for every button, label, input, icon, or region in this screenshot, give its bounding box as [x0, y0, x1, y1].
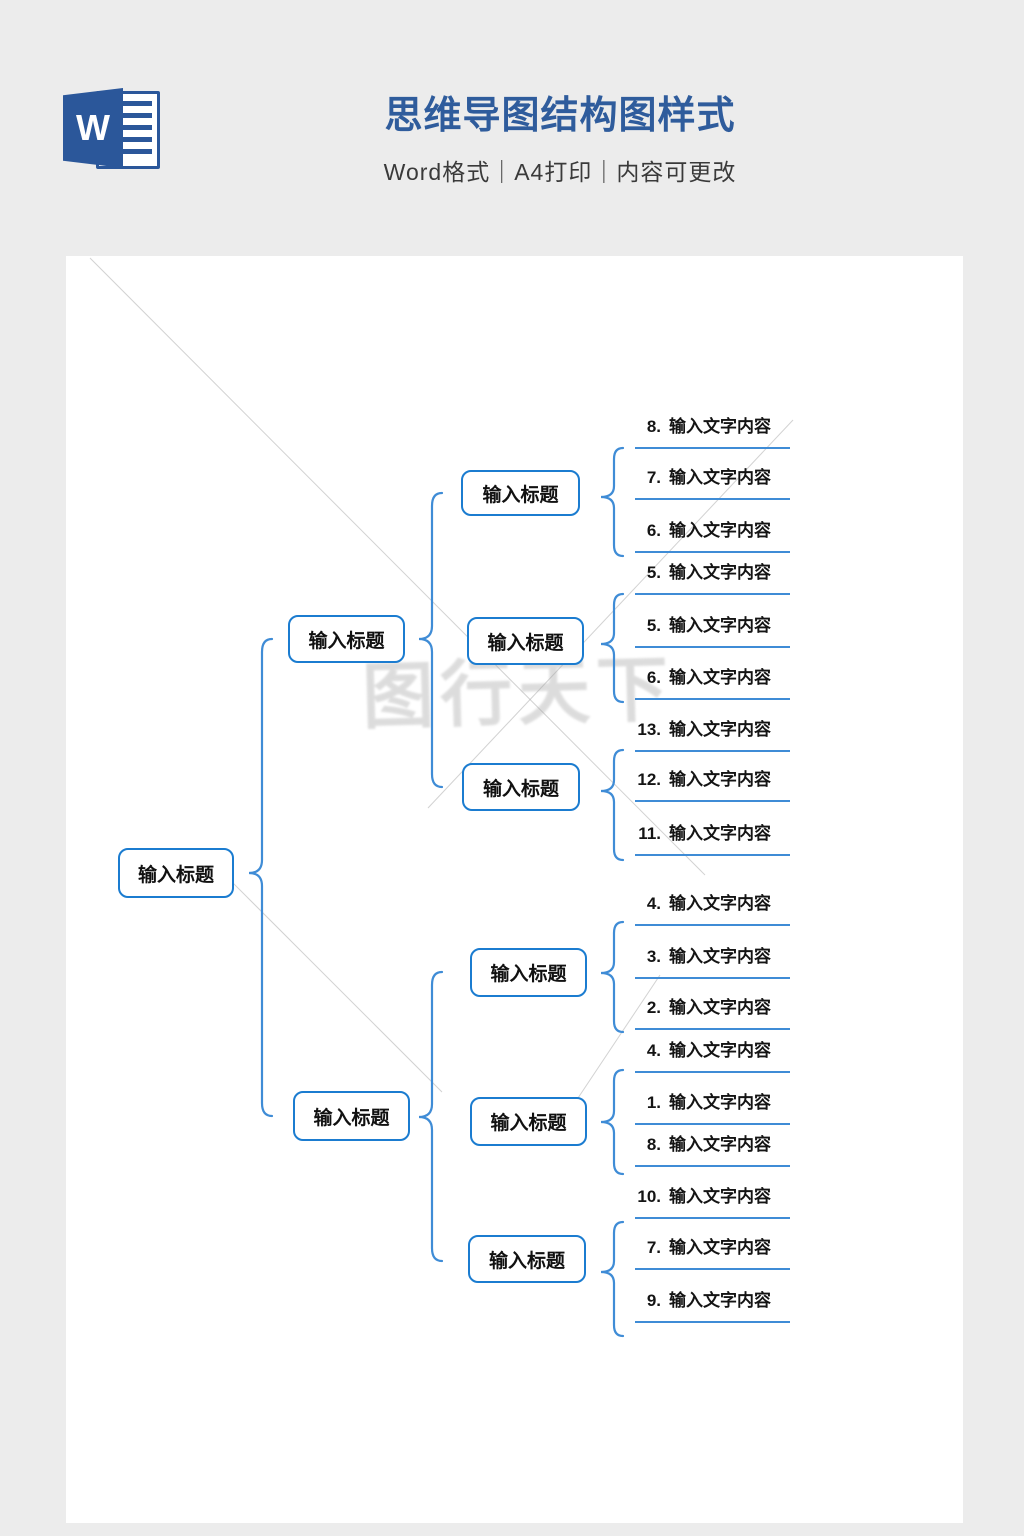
brace-connector-sub-6	[600, 1220, 625, 1338]
brace-connector-branch-2	[418, 970, 444, 1263]
leaf-item[interactable]: 10. 输入文字内容	[635, 1185, 790, 1219]
leaf-item[interactable]: 7. 输入文字内容	[635, 1236, 790, 1270]
word-icon-w-panel: W	[63, 88, 123, 168]
watermark-diagonal-line	[202, 852, 443, 1093]
leaf-number: 8.	[646, 1135, 661, 1154]
leaf-number: 8.	[646, 417, 661, 436]
subtopic-box-1[interactable]: 输入标题	[461, 470, 580, 516]
leaf-number: 7.	[646, 1238, 661, 1257]
leaf-number: 4.	[646, 894, 661, 913]
leaf-text: 输入文字内容	[669, 947, 771, 966]
leaf-item[interactable]: 12. 输入文字内容	[635, 768, 790, 802]
leaf-text: 输入文字内容	[669, 417, 771, 436]
leaf-number: 6.	[646, 668, 661, 687]
root-topic-box[interactable]: 输入标题	[118, 848, 234, 898]
branch-topic-box-2[interactable]: 输入标题	[293, 1091, 410, 1141]
leaf-item[interactable]: 3. 输入文字内容	[635, 945, 790, 979]
leaf-item[interactable]: 6. 输入文字内容	[635, 519, 790, 553]
leaf-number: 5.	[646, 563, 661, 582]
leaf-item[interactable]: 6. 输入文字内容	[635, 666, 790, 700]
leaf-item[interactable]: 4. 输入文字内容	[635, 1039, 790, 1073]
watermark-diagonal-line	[89, 257, 706, 876]
subtopic-box-6[interactable]: 输入标题	[468, 1235, 586, 1283]
subtopic-box-3[interactable]: 输入标题	[462, 763, 580, 811]
leaf-item[interactable]: 4. 输入文字内容	[635, 892, 790, 926]
leaf-number: 13.	[637, 720, 661, 739]
subtopic-box-5[interactable]: 输入标题	[470, 1097, 587, 1146]
leaf-text: 输入文字内容	[669, 824, 771, 843]
brace-connector-root	[248, 637, 274, 1118]
leaf-number: 3.	[646, 947, 661, 966]
leaf-item[interactable]: 9. 输入文字内容	[635, 1289, 790, 1323]
leaf-number: 7.	[646, 468, 661, 487]
brace-connector-sub-4	[600, 920, 625, 1034]
leaf-text: 输入文字内容	[669, 1187, 771, 1206]
leaf-number: 4.	[646, 1041, 661, 1060]
subtopic-box-2[interactable]: 输入标题	[467, 617, 584, 665]
leaf-text: 输入文字内容	[669, 616, 771, 635]
page-subtitle: Word格式｜A4打印｜内容可更改	[383, 159, 737, 185]
subtopic-box-4[interactable]: 输入标题	[470, 948, 587, 997]
leaf-text: 输入文字内容	[669, 1291, 771, 1310]
leaf-number: 1.	[646, 1093, 661, 1112]
leaf-item[interactable]: 7. 输入文字内容	[635, 466, 790, 500]
leaf-text: 输入文字内容	[669, 1238, 771, 1257]
leaf-number: 6.	[646, 521, 661, 540]
leaf-item[interactable]: 8. 输入文字内容	[635, 415, 790, 449]
brace-connector-sub-1	[600, 446, 625, 558]
word-icon: W	[63, 88, 160, 169]
word-icon-letter: W	[76, 107, 110, 148]
page-title: 思维导图结构图样式	[384, 95, 736, 137]
leaf-text: 输入文字内容	[669, 770, 771, 789]
leaf-number: 10.	[637, 1187, 661, 1206]
leaf-text: 输入文字内容	[669, 563, 771, 582]
leaf-text: 输入文字内容	[669, 468, 771, 487]
leaf-text: 输入文字内容	[669, 998, 771, 1017]
leaf-item[interactable]: 8. 输入文字内容	[635, 1133, 790, 1167]
leaf-item[interactable]: 5. 输入文字内容	[635, 561, 790, 595]
leaf-item[interactable]: 1. 输入文字内容	[635, 1091, 790, 1125]
leaf-text: 输入文字内容	[669, 1093, 771, 1112]
leaf-text: 输入文字内容	[669, 521, 771, 540]
leaf-item[interactable]: 11. 输入文字内容	[635, 822, 790, 856]
leaf-text: 输入文字内容	[669, 1135, 771, 1154]
leaf-number: 12.	[637, 770, 661, 789]
document-page: 图行天下 输入标题 输入标题 输入标题 输入标题 输入标题	[66, 256, 963, 1523]
leaf-number: 5.	[646, 616, 661, 635]
brace-connector-sub-3	[600, 748, 625, 862]
leaf-text: 输入文字内容	[669, 1041, 771, 1060]
leaf-item[interactable]: 13. 输入文字内容	[635, 718, 790, 752]
leaf-number: 11.	[638, 824, 661, 843]
leaf-number: 9.	[646, 1291, 661, 1310]
leaf-text: 输入文字内容	[669, 894, 771, 913]
leaf-number: 2.	[646, 998, 661, 1017]
leaf-item[interactable]: 5. 输入文字内容	[635, 614, 790, 648]
leaf-text: 输入文字内容	[669, 668, 771, 687]
header: 思维导图结构图样式 Word格式｜A4打印｜内容可更改	[300, 94, 820, 187]
branch-topic-box-1[interactable]: 输入标题	[288, 615, 405, 663]
brace-connector-sub-5	[600, 1068, 625, 1176]
leaf-text: 输入文字内容	[669, 720, 771, 739]
leaf-item[interactable]: 2. 输入文字内容	[635, 996, 790, 1030]
